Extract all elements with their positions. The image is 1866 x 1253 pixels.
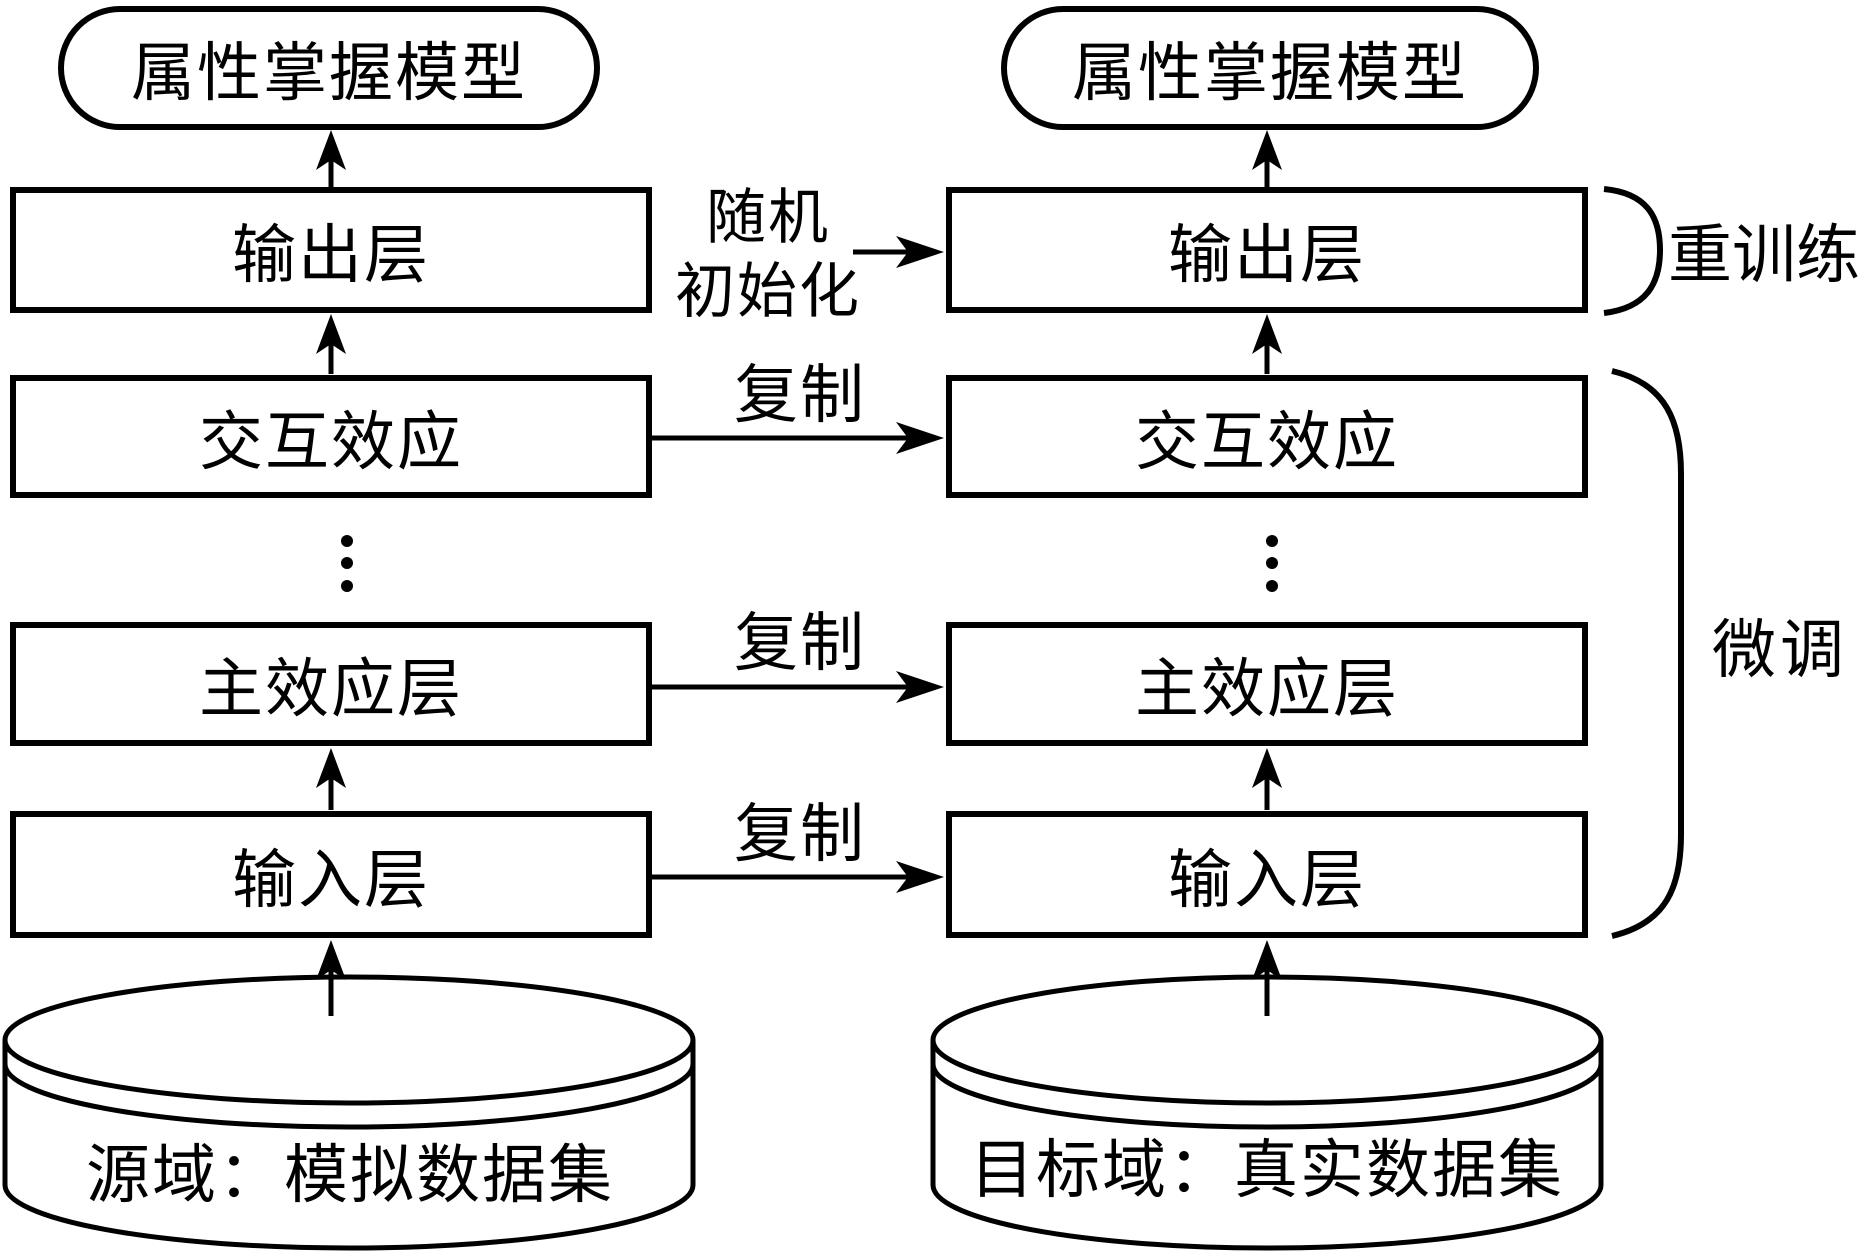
left-input-layer-label: 输入层 <box>232 843 430 918</box>
right-output-layer-label: 输出层 <box>1168 219 1366 293</box>
left-model-terminator: 属性掌握模型 <box>58 6 600 130</box>
finetune-brace-icon <box>1611 368 1684 939</box>
copy-label-input: 复制 <box>734 798 866 872</box>
left-vertical-ellipsis-icon <box>341 535 353 592</box>
right-interaction-layer-label: 交互效应 <box>1135 405 1399 480</box>
up-arrow-icon <box>316 130 346 188</box>
up-arrow-icon <box>316 748 346 810</box>
left-dataset-label: 源域：模拟数据集 <box>86 1139 614 1213</box>
left-interaction-layer-box: 交互效应 <box>10 375 652 498</box>
right-input-layer-box: 输入层 <box>946 811 1588 938</box>
left-output-layer-label: 输出层 <box>232 219 430 293</box>
left-interaction-layer-label: 交互效应 <box>199 405 463 480</box>
retrain-label: 重训练 <box>1668 219 1860 293</box>
random-init-line1: 随机 <box>706 183 830 253</box>
left-up-arrows <box>316 130 346 1016</box>
finetune-label: 微调 <box>1712 614 1848 688</box>
right-main-effect-layer-label: 主效应层 <box>1135 653 1399 727</box>
right-arrow-icon <box>853 236 944 268</box>
copy-label-interaction: 复制 <box>734 359 866 433</box>
up-arrow-icon <box>1252 748 1282 810</box>
retrain-bracket-icon <box>1603 186 1664 316</box>
left-output-layer-box: 输出层 <box>10 187 652 313</box>
up-arrow-icon <box>1252 940 1282 1016</box>
right-model-label: 属性掌握模型 <box>1072 37 1468 111</box>
right-model-terminator: 属性掌握模型 <box>1001 6 1539 130</box>
right-arrow-icon <box>652 671 944 703</box>
right-dataset-label: 目标域：真实数据集 <box>970 1134 1564 1208</box>
right-up-arrows <box>1252 130 1282 1016</box>
right-output-layer-box: 输出层 <box>946 187 1588 313</box>
up-arrow-icon <box>316 940 346 1016</box>
left-main-effect-layer-label: 主效应层 <box>199 653 463 727</box>
left-database-cylinder-icon <box>2 974 696 1251</box>
random-init-line2: 初始化 <box>675 257 861 327</box>
up-arrow-icon <box>1252 314 1282 374</box>
copy-label-main-effect: 复制 <box>734 607 866 681</box>
right-input-layer-label: 输入层 <box>1168 843 1366 918</box>
right-vertical-ellipsis-icon <box>1266 535 1278 592</box>
left-input-layer-box: 输入层 <box>10 811 652 938</box>
random-init-label: 随机 初始化 <box>655 181 881 329</box>
left-model-label: 属性掌握模型 <box>131 37 527 111</box>
up-arrow-icon <box>1252 130 1282 188</box>
right-main-effect-layer-box: 主效应层 <box>946 622 1588 746</box>
up-arrow-icon <box>316 314 346 374</box>
transfer-arrows <box>652 236 944 893</box>
right-database-cylinder-icon <box>930 974 1604 1251</box>
right-interaction-layer-box: 交互效应 <box>946 375 1588 498</box>
right-arrow-icon <box>652 861 944 893</box>
right-arrow-icon <box>652 422 944 454</box>
left-main-effect-layer-box: 主效应层 <box>10 622 652 746</box>
